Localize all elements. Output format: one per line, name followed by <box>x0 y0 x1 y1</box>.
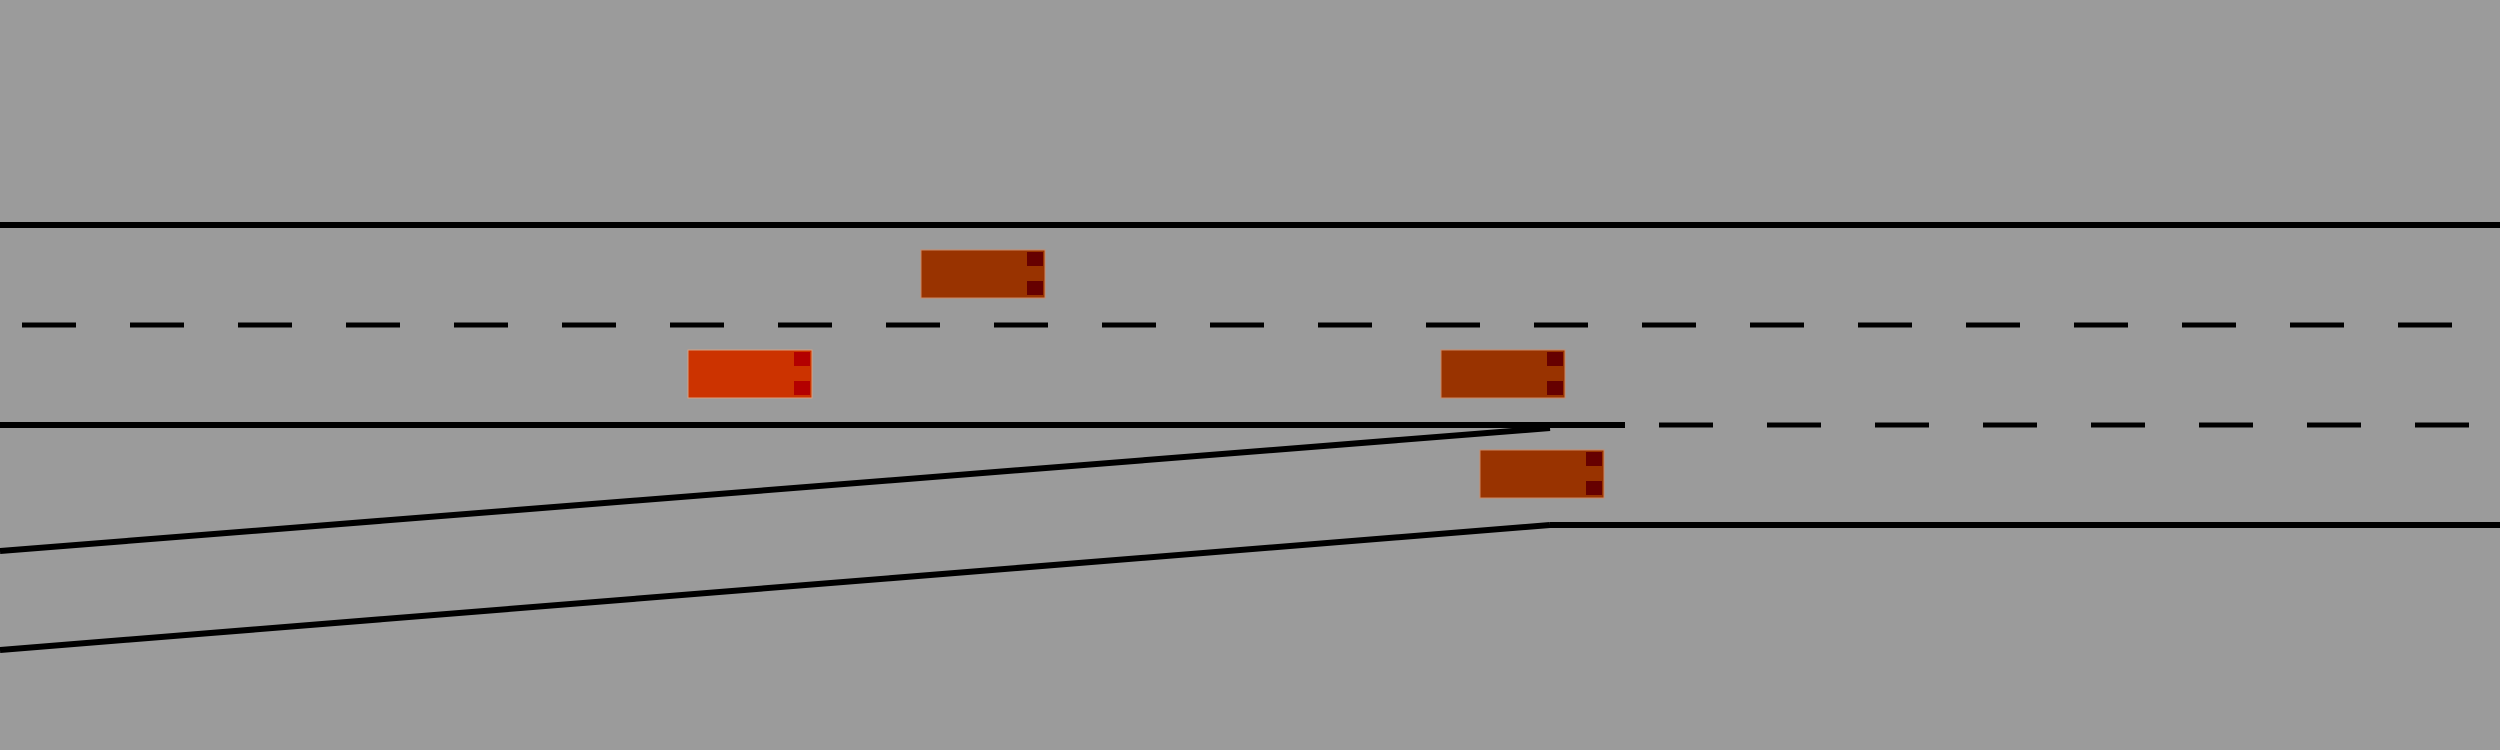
vehicle-middle-lane <box>1440 349 1566 399</box>
merge-lane-upper-edge <box>0 425 1551 554</box>
vehicle-light <box>1027 281 1043 295</box>
vehicle-merge-lane <box>1479 449 1605 499</box>
vehicle-body <box>687 349 813 399</box>
vehicle-light <box>1547 381 1563 395</box>
vehicle-light <box>1027 252 1043 266</box>
vehicle-upper-lane <box>920 249 1046 299</box>
road-markings <box>0 222 2500 653</box>
vehicle-body <box>920 249 1046 299</box>
vehicle-light <box>794 352 810 366</box>
vehicle-body <box>1440 349 1566 399</box>
vehicle-light <box>1547 352 1563 366</box>
ego-vehicle <box>687 349 813 399</box>
vehicle-light <box>1586 452 1602 466</box>
vehicle-body <box>1479 449 1605 499</box>
vehicle-light <box>1586 481 1602 495</box>
vehicle-light <box>794 381 810 395</box>
merge-lane-lower-edge <box>0 522 1551 653</box>
